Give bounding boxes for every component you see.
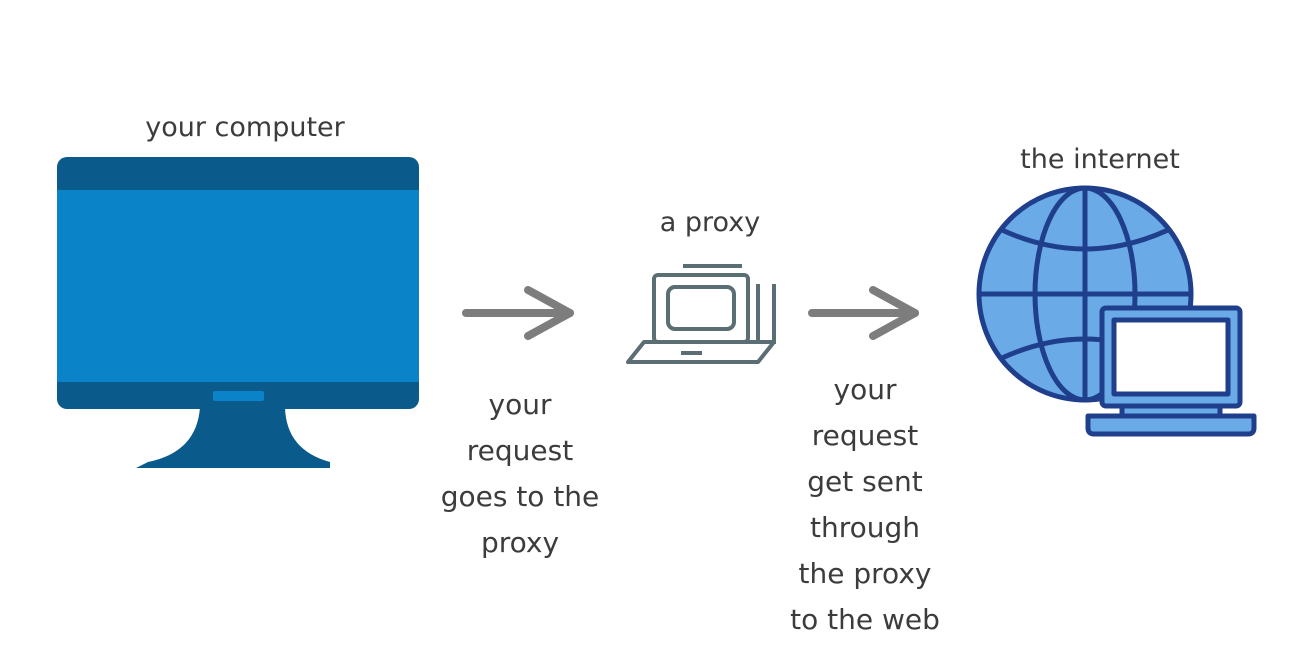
caption-line: request xyxy=(811,419,919,452)
caption-line: to the web xyxy=(790,603,940,636)
caption-line: get sent xyxy=(807,465,923,498)
caption-line: your xyxy=(488,388,552,421)
caption-line: goes to the xyxy=(440,480,600,513)
right-arrow-icon xyxy=(808,286,919,340)
proxy-label: a proxy xyxy=(659,207,761,238)
caption-line: request xyxy=(466,434,574,467)
laptop-icon xyxy=(1085,305,1257,437)
caption-line: through xyxy=(809,511,921,544)
laptop-outline-icon xyxy=(626,264,776,364)
computer-label: your computer xyxy=(145,112,345,143)
internet-label: the internet xyxy=(1020,144,1180,175)
globe-icon xyxy=(976,185,1194,403)
caption-line: your xyxy=(833,373,897,406)
desktop-monitor-icon xyxy=(57,157,419,468)
edge-caption-computer-to-proxy: your request goes to the proxy xyxy=(410,382,630,566)
right-arrow-icon xyxy=(462,286,574,340)
caption-line: proxy xyxy=(480,526,560,559)
caption-line: the proxy xyxy=(798,557,932,590)
globe-with-laptop-icon xyxy=(976,185,1257,437)
edge-caption-proxy-to-internet: your request get sent through the proxy … xyxy=(745,367,985,643)
